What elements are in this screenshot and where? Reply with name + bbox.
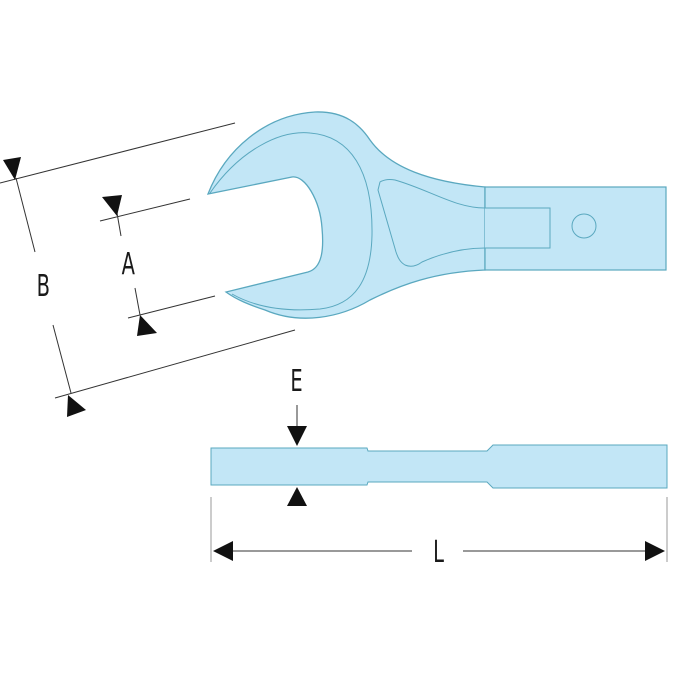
wrench-head: [206, 111, 486, 319]
label-e: E: [290, 364, 303, 399]
wrench-top-view: [206, 111, 667, 319]
side-profile: [210, 444, 668, 489]
dimension-l: [210, 497, 668, 562]
label-b: B: [36, 269, 50, 304]
wrench-side-view: [210, 444, 668, 489]
dimension-e: [287, 405, 307, 506]
label-a: A: [121, 247, 135, 282]
label-l: L: [433, 535, 444, 570]
pin-hole: [571, 213, 597, 239]
jaw-inner-curve: [209, 132, 373, 311]
dimension-a: [99, 195, 216, 336]
dimension-b: [0, 122, 296, 417]
